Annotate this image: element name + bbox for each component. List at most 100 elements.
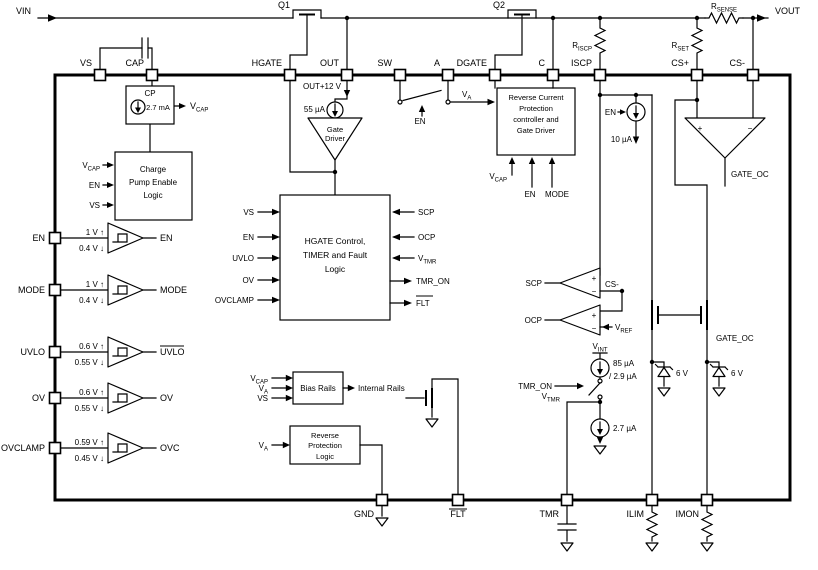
- bias-va-label: VA: [259, 384, 268, 396]
- cpel-vcap-label: VCAP: [82, 161, 100, 173]
- pin-gnd-label: GND: [354, 509, 375, 519]
- pin-gnd: [375, 493, 389, 507]
- ocp-vref-label: VREF: [615, 323, 633, 335]
- pin-out: [340, 68, 354, 82]
- gate-driver-line1: Gate: [327, 125, 343, 134]
- tmr-external-cap: [557, 505, 577, 552]
- gate-oc-comparator: [684, 117, 766, 187]
- pin-out-label: OUT: [320, 58, 340, 68]
- pin-iscp: [593, 68, 607, 82]
- rcp-line3: controller and: [513, 115, 558, 124]
- pin-ilim-label: ILIM: [626, 509, 644, 519]
- ocp-label: OCP: [525, 316, 542, 325]
- pin-vs: [93, 68, 107, 82]
- pin-uvlo-label: UVLO: [20, 347, 45, 357]
- cpel-en-label: EN: [89, 181, 100, 190]
- pin-csplus-label: CS+: [671, 58, 689, 68]
- bias-vcap-label: VCAP: [250, 374, 268, 386]
- rcp-vcap-label: VCAP: [489, 172, 507, 184]
- comparator-ovclamp: OVCLAMP 0.59 V ↑ 0.45 V ↓ OVC: [1, 432, 180, 464]
- pin-imon-label: IMON: [676, 509, 700, 519]
- power-rail: [37, 14, 769, 22]
- switch-en-label: EN: [414, 117, 425, 126]
- sw-a-switch: [397, 80, 495, 117]
- hgate-block-line2: TIMER and Fault: [303, 250, 368, 260]
- pin-ovclamp: [48, 441, 62, 455]
- cpel-line2: Pump Enable: [129, 178, 178, 187]
- hgate-block-line3: Logic: [325, 264, 346, 274]
- pin-en-label: EN: [32, 233, 45, 243]
- threshold-fall: 0.4 V ↓: [79, 244, 104, 253]
- hgate-block-line1: HGATE Control,: [305, 236, 366, 246]
- ocp-comparator: [544, 304, 613, 336]
- gnd-external: [375, 505, 389, 527]
- internal-rails-label: Internal Rails: [358, 384, 405, 393]
- gate-oc-label-top: GATE_OC: [731, 170, 769, 179]
- pin-ov: [48, 391, 62, 405]
- hgate-in-vtmr: VTMR: [418, 254, 437, 266]
- gate-oc-comp-minus: −: [748, 124, 753, 133]
- cpel-line1: Charge: [140, 165, 167, 174]
- comparator-en: EN 1 V ↑ 0.4 V ↓ EN: [32, 222, 173, 254]
- riscp-label: RISCP: [572, 41, 592, 53]
- pin-hgate: [283, 68, 297, 82]
- scp-plus: +: [592, 274, 597, 283]
- zener-ilim: [651, 361, 674, 397]
- threshold-fall: 0.55 V ↓: [75, 358, 104, 367]
- comparator-output-label: OVC: [160, 443, 180, 453]
- gate-oc-label-fets: GATE_OC: [716, 334, 754, 343]
- rpl-va-label: VA: [259, 441, 268, 453]
- comparator-output-label: MODE: [160, 285, 187, 295]
- bias-vs-label: VS: [257, 394, 268, 403]
- threshold-rise: 0.6 V ↑: [79, 388, 104, 397]
- i27-label: 2.7 µA: [613, 424, 637, 433]
- rcp-line1: Reverse Current: [508, 93, 564, 102]
- vint-label: VINT: [592, 342, 607, 354]
- hgate-in-vs: VS: [243, 208, 254, 217]
- bias-rails-label: Bias Rails: [300, 384, 336, 393]
- rset-resistor: [690, 17, 704, 70]
- ocp-plus: +: [592, 311, 597, 320]
- vin-label: VIN: [16, 6, 31, 16]
- pin-uvlo: [48, 345, 62, 359]
- charge-pump-enable-logic-block: [102, 151, 193, 221]
- q1-mosfet: [289, 9, 322, 70]
- imon-external-resistor: [700, 505, 714, 552]
- va-label: VA: [462, 90, 471, 102]
- ilim-external-resistor: [645, 505, 659, 552]
- reverse-current-protection-block: [494, 80, 576, 188]
- threshold-fall: 0.4 V ↓: [79, 296, 104, 305]
- rpl-line2: Protection: [308, 441, 342, 450]
- pin-csplus: [690, 68, 704, 82]
- pin-sw-label: SW: [378, 58, 393, 68]
- rcp-line2: Protection: [519, 104, 553, 113]
- pin-c-label: C: [539, 58, 546, 68]
- pin-ovclamp-label: OVCLAMP: [1, 443, 45, 453]
- hgate-out-flt: FLT: [416, 299, 430, 308]
- pin-c: [546, 68, 560, 82]
- rsense-label: RSENSE: [711, 2, 737, 14]
- pin-a: [441, 68, 455, 82]
- pin-tmr-label: TMR: [540, 509, 560, 519]
- zener-imon: [706, 361, 729, 397]
- rsense-resistor: [704, 11, 744, 25]
- pin-imon: [700, 493, 714, 507]
- threshold-fall: 0.45 V ↓: [75, 454, 104, 463]
- vtmr-label: VTMR: [542, 392, 561, 404]
- comparator-ov: OV 0.6 V ↑ 0.55 V ↓ OV: [32, 382, 173, 414]
- pin-mode-label: MODE: [18, 285, 45, 295]
- zener-ilim-label: 6 V: [676, 369, 689, 378]
- reverse-protection-logic-block: [271, 425, 383, 495]
- ocp-minus: −: [592, 324, 597, 333]
- comparator-output-label: OV: [160, 393, 173, 403]
- rcp-line4: Gate Driver: [517, 126, 556, 135]
- cpel-vs-label: VS: [89, 201, 100, 210]
- threshold-fall: 0.55 V ↓: [75, 404, 104, 413]
- gate-driver-line2: Driver: [325, 134, 346, 143]
- rpl-line3: Logic: [316, 452, 334, 461]
- comparator-uvlo: UVLO 0.6 V ↑ 0.55 V ↓ UVLO: [20, 336, 185, 368]
- i29-label: / 2.9 µA: [609, 372, 637, 381]
- comparator-output-label: UVLO: [160, 347, 185, 357]
